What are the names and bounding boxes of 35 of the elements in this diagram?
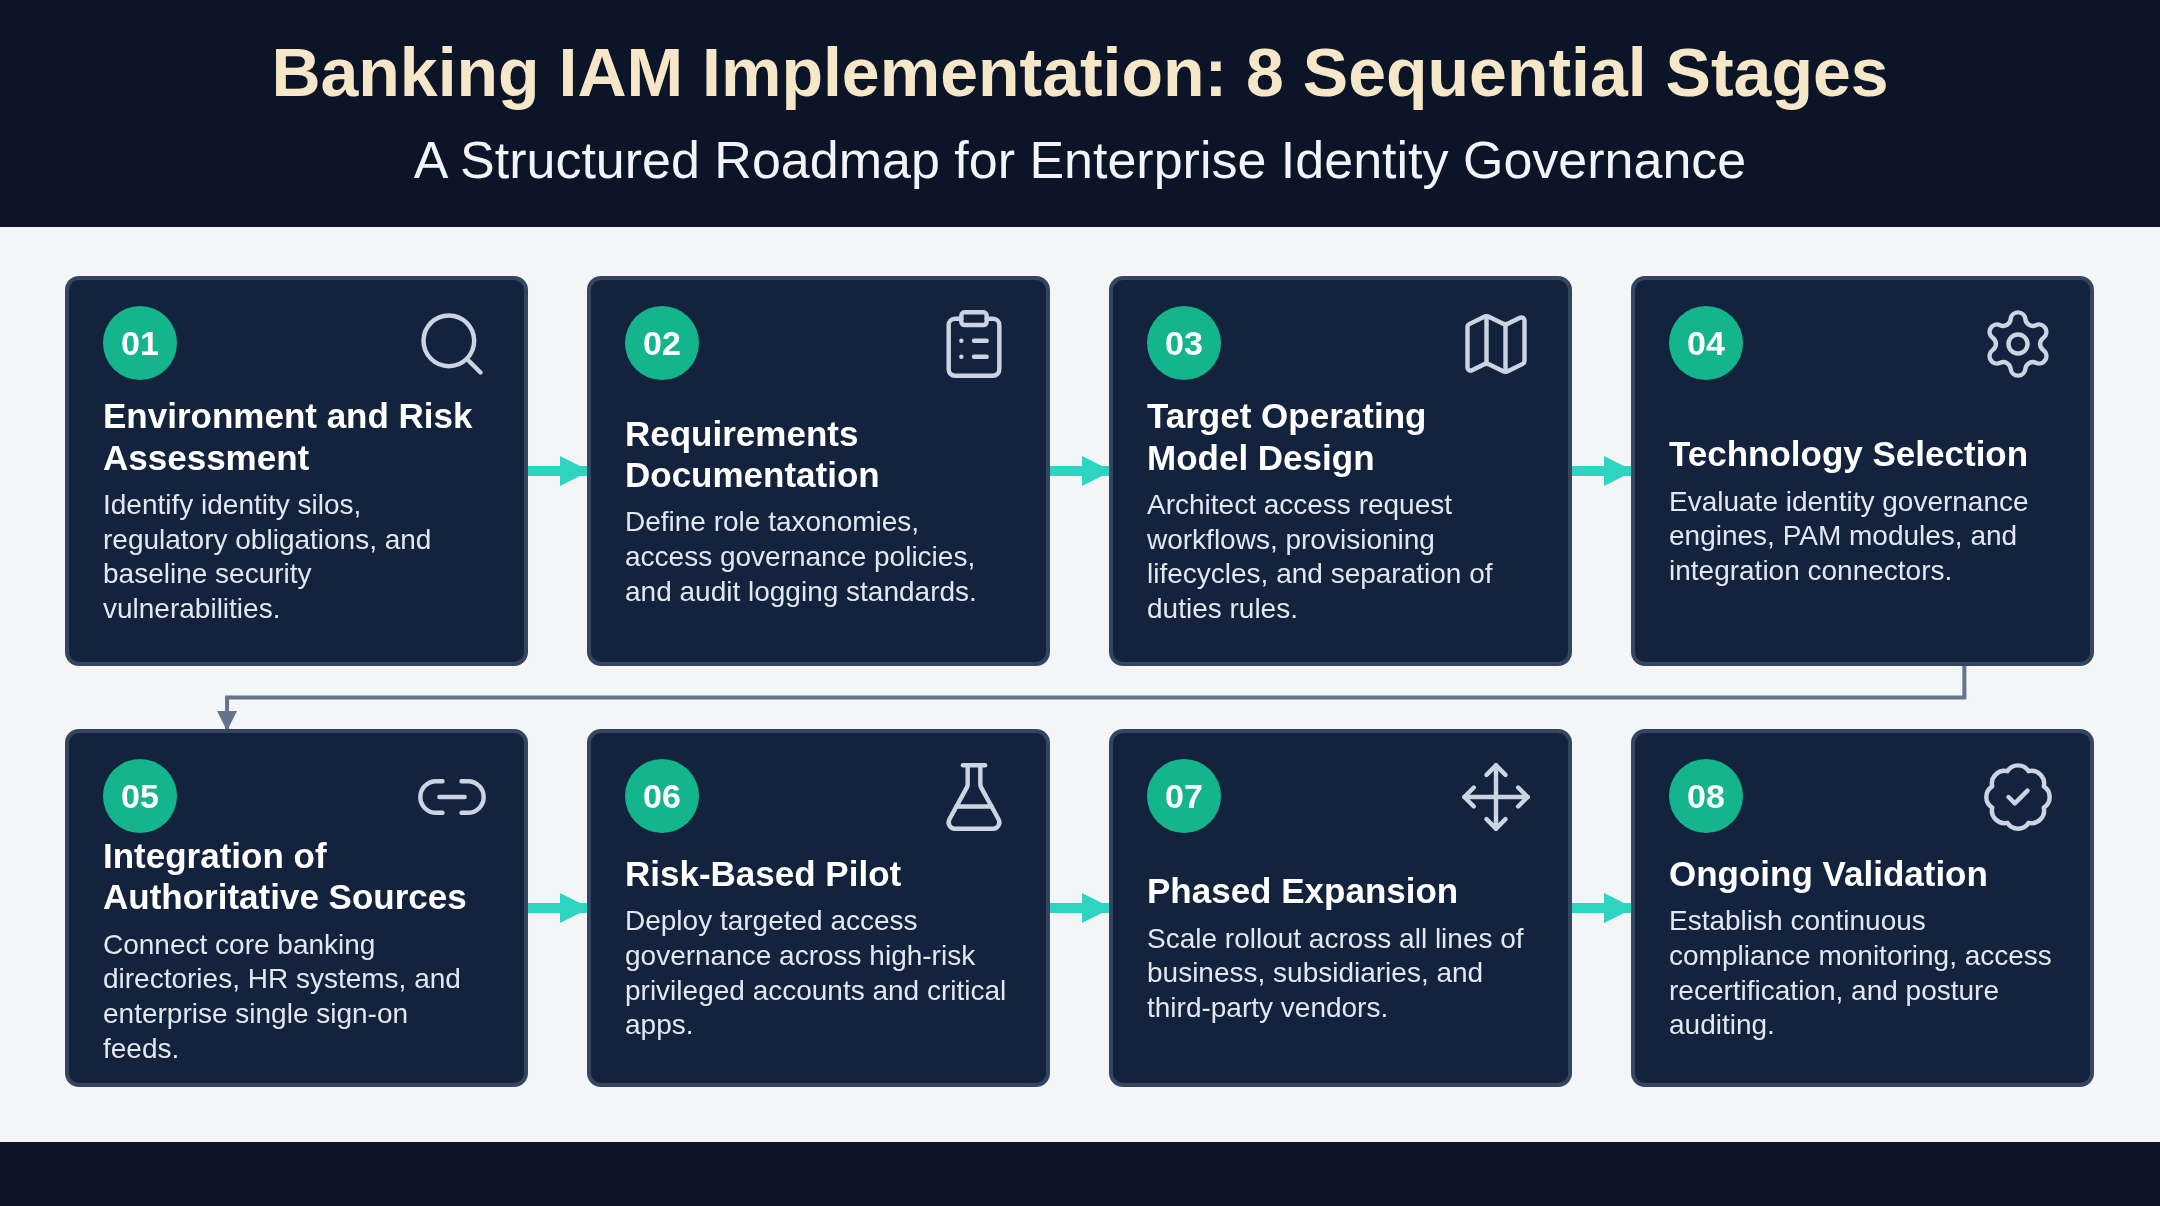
stage-card	[1109, 729, 1572, 1087]
stage-description: Define role taxonomies, access governance policies, and audit logging standards.	[625, 505, 978, 609]
step-number-badge: 08	[1669, 759, 1743, 833]
stage-title: Technology Selection	[1669, 433, 2030, 475]
stage-card	[587, 729, 1050, 1087]
step-number-badge: 01	[103, 306, 177, 380]
step-number-badge: 05	[103, 759, 177, 833]
stage-title: Phased Expansion	[1147, 870, 1460, 912]
step-number-badge: 02	[625, 306, 699, 380]
stage-title: Environment and Risk Assessment	[103, 395, 474, 478]
stage-title: Ongoing Validation	[1669, 852, 1989, 895]
connector-arrow	[217, 666, 1967, 731]
stage-card	[65, 729, 528, 1087]
stage-description: Evaluate identity governance engines, PAM modules, and integration connectors.	[1669, 484, 2030, 588]
stage-description: Deploy targeted access governance across high-risk privileged accounts and critical apps.	[625, 904, 1008, 1043]
step-number-badge: 06	[625, 759, 699, 833]
stage-description: Identify identity silos, regulatory obligations, and baseline security vulnerabilities.	[103, 487, 433, 626]
stage-description: Connect core banking directories, HR systems, and enterprise single sign-on feeds.	[103, 927, 462, 1066]
stage-card	[587, 276, 1050, 666]
stage-card	[1109, 276, 1572, 666]
stage-description: Architect access request workflows, provisioning lifecycles, and separation of duties rules.	[1147, 487, 1494, 626]
stage-description: Establish continuous compliance monitoring, access recertification, and posture auditing.	[1669, 904, 2053, 1043]
step-number-badge: 04	[1669, 306, 1743, 380]
stage-card	[1631, 276, 2094, 666]
step-number-badge: 03	[1147, 306, 1221, 380]
stage-description: Scale rollout across all lines of business, subsidiaries, and third-party vendors.	[1147, 921, 1525, 1025]
title: Banking IAM Implementation: 8 Sequential Stages	[270, 33, 1890, 112]
stage-title: Risk-Based Pilot	[625, 852, 903, 895]
stage-title: Requirements Documentation	[625, 412, 881, 496]
stage-title: Integration of Authoritative Sources	[103, 835, 468, 918]
subtitle: A Structured Roadmap for Enterprise Identity Governance	[412, 130, 1748, 191]
step-number-badge: 07	[1147, 759, 1221, 833]
stage-title: Target Operating Model Design	[1147, 395, 1428, 478]
stage-card	[1631, 729, 2094, 1087]
stage-card	[65, 276, 528, 666]
